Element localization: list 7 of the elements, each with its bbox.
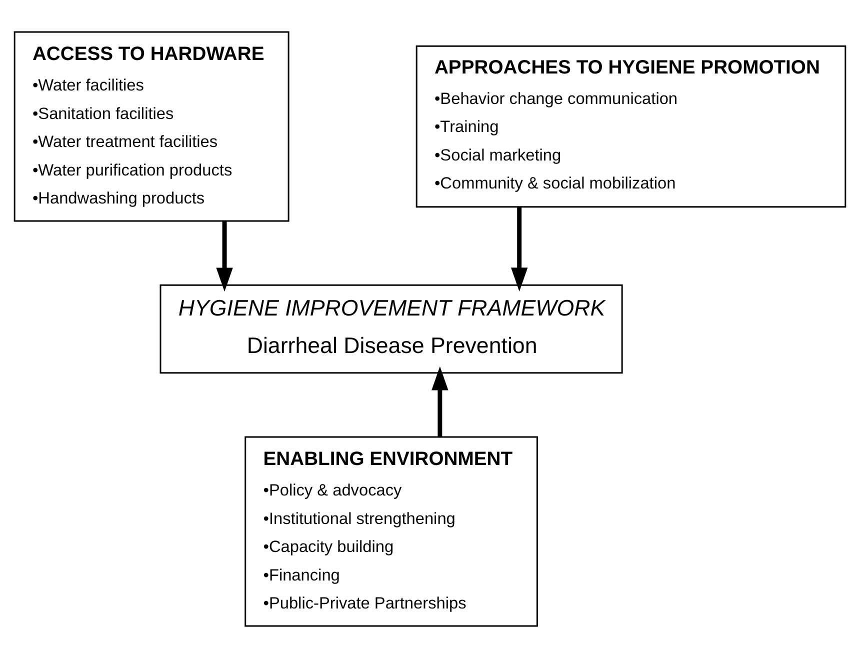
node-box: ENABLING ENVIRONMENT •Policy & advocacy •Institutional strengthening •Capacity building •Financing •Public-Private Partnerships	[244, 436, 538, 627]
arrow	[510, 207, 528, 292]
node-box: ACCESS TO HARDWARE •Water facilities •Sanitation facilities •Water treatment facilities •Water purification products •Handwashing products	[14, 31, 290, 222]
node-box: HYGIENE IMPROVEMENT FRAMEWORK Diarrheal Disease Prevention	[160, 284, 623, 374]
arrow	[432, 366, 448, 437]
arrow	[216, 221, 233, 292]
node-box: APPROACHES TO HYGIENE PROMOTION •Behavior change communication •Training •Social marketing •Community & social mobilization	[416, 45, 846, 208]
